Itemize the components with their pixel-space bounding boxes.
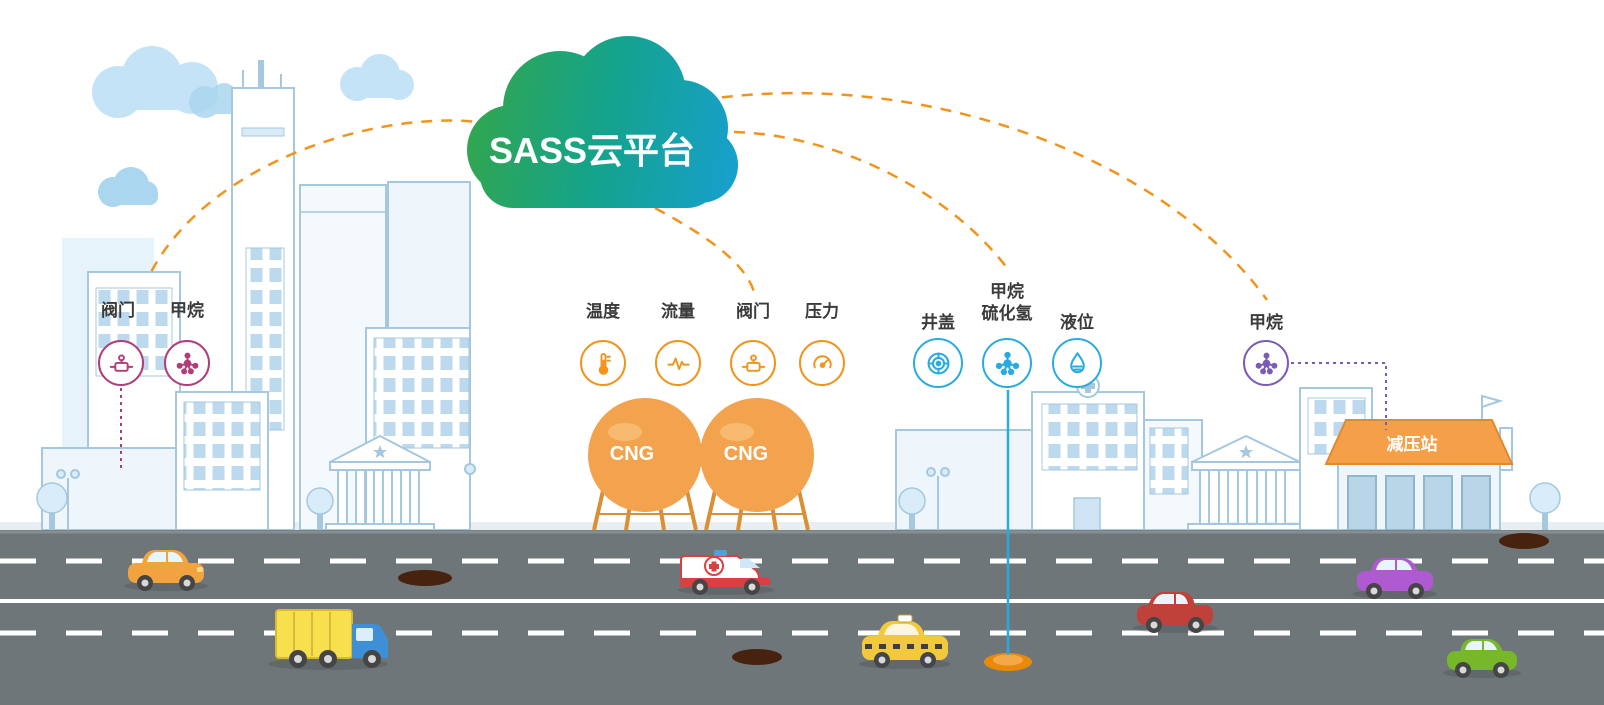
valve-icon <box>730 340 776 386</box>
sensor-links <box>120 362 1387 655</box>
ambulance <box>678 550 774 595</box>
star-emblem <box>373 445 387 459</box>
truck <box>268 609 388 670</box>
label-level: 液位 <box>1060 313 1094 332</box>
gas-molecule-icon <box>982 338 1032 388</box>
link-to-city-sensors <box>148 119 493 275</box>
cng-label-right: CNG <box>724 443 768 465</box>
pressure-icon <box>799 340 845 386</box>
street-lamp-center <box>926 467 950 530</box>
star-emblem <box>1239 445 1253 459</box>
sass-cloud: SASS云平台 <box>467 36 738 208</box>
station-flag <box>1481 394 1504 409</box>
car-green <box>1443 639 1521 678</box>
label-flow: 流量 <box>661 302 695 321</box>
cng-tanks: CNG CNG <box>588 398 814 531</box>
vehicles <box>124 550 1521 678</box>
cloud-title: SASS云平台 <box>489 130 695 171</box>
city-left <box>36 60 476 531</box>
link-to-station-sensors <box>701 91 1269 301</box>
trees-center <box>898 487 926 530</box>
city-center-right <box>895 374 1305 531</box>
open-manhole <box>984 653 1032 671</box>
label-valve-city: 阀门 <box>101 301 135 320</box>
car-purple <box>1353 558 1437 599</box>
label-methane-line: 甲烷 <box>990 282 1024 301</box>
label-methane-station: 甲烷 <box>1249 313 1283 332</box>
link-to-pipeline-sensors <box>713 130 1012 273</box>
label-methane-city: 甲烷 <box>170 301 204 320</box>
methane-icon <box>1243 340 1289 386</box>
flow-icon <box>655 340 701 386</box>
temperature-icon <box>580 340 626 386</box>
label-pressure: 压力 <box>805 302 839 321</box>
sky-clouds <box>92 46 414 207</box>
methane-icon <box>164 340 210 386</box>
manhole-covers <box>398 533 1549 665</box>
link-to-cng-sensors <box>654 206 756 293</box>
street-lamp-left <box>56 463 476 530</box>
pressure-station-building: 减压站 <box>1299 387 1561 531</box>
hospital-cross-icon <box>1081 379 1095 393</box>
label-methane-h2s: 甲烷 硫化氢 <box>982 281 1033 325</box>
sidewalk <box>0 522 1604 530</box>
label-temperature: 温度 <box>586 302 620 321</box>
car-red <box>1133 592 1217 633</box>
road <box>0 530 1604 705</box>
cloud-links <box>148 91 1269 301</box>
cng-label-left: CNG <box>610 443 654 465</box>
car-orange <box>124 550 208 591</box>
valve-icon <box>98 340 144 386</box>
label-h2s-line: 硫化氢 <box>981 304 1033 323</box>
label-valve-cng: 阀门 <box>736 302 770 321</box>
label-manhole: 井盖 <box>921 313 955 332</box>
level-icon <box>1052 338 1102 388</box>
taxi <box>859 614 951 669</box>
manhole-icon <box>913 338 963 388</box>
station-label: 减压站 <box>1387 434 1438 454</box>
tree-right <box>1529 482 1561 530</box>
